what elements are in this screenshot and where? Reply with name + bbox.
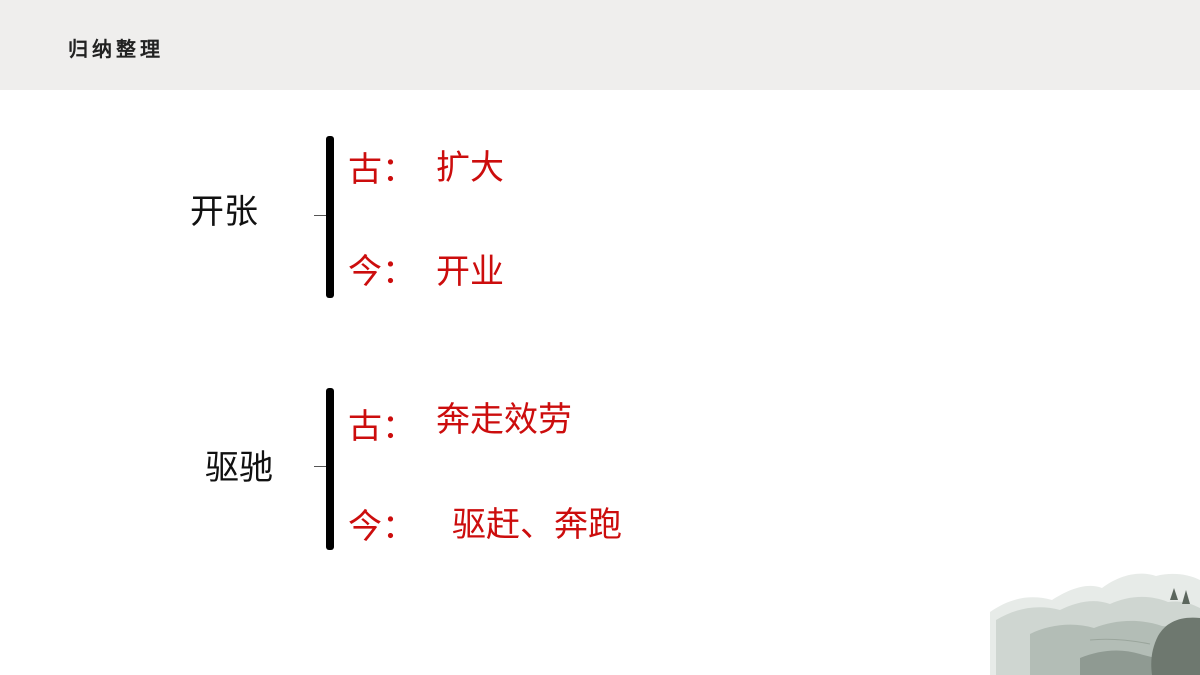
header-bar: 归纳整理 [0,0,1200,90]
slide-title: 归纳整理 [68,37,164,61]
ancient-label: 古： [348,407,416,447]
modern-label: 今： [348,507,416,547]
term-kaizhang: 开张 [190,192,258,232]
bracket-bar [326,136,334,298]
term-quchi: 驱驰 [205,448,273,488]
ancient-label: 古： [348,150,416,190]
ancient-meaning: 扩大 [436,148,504,188]
landscape-decoration [990,573,1200,675]
ancient-meaning: 奔走效劳 [436,400,572,440]
modern-meaning: 开业 [436,252,504,292]
bracket-tick [314,466,328,467]
bracket-bar [326,388,334,550]
modern-meaning: 驱赶、奔跑 [452,505,622,545]
modern-label: 今： [348,252,416,292]
bracket-tick [314,215,328,216]
